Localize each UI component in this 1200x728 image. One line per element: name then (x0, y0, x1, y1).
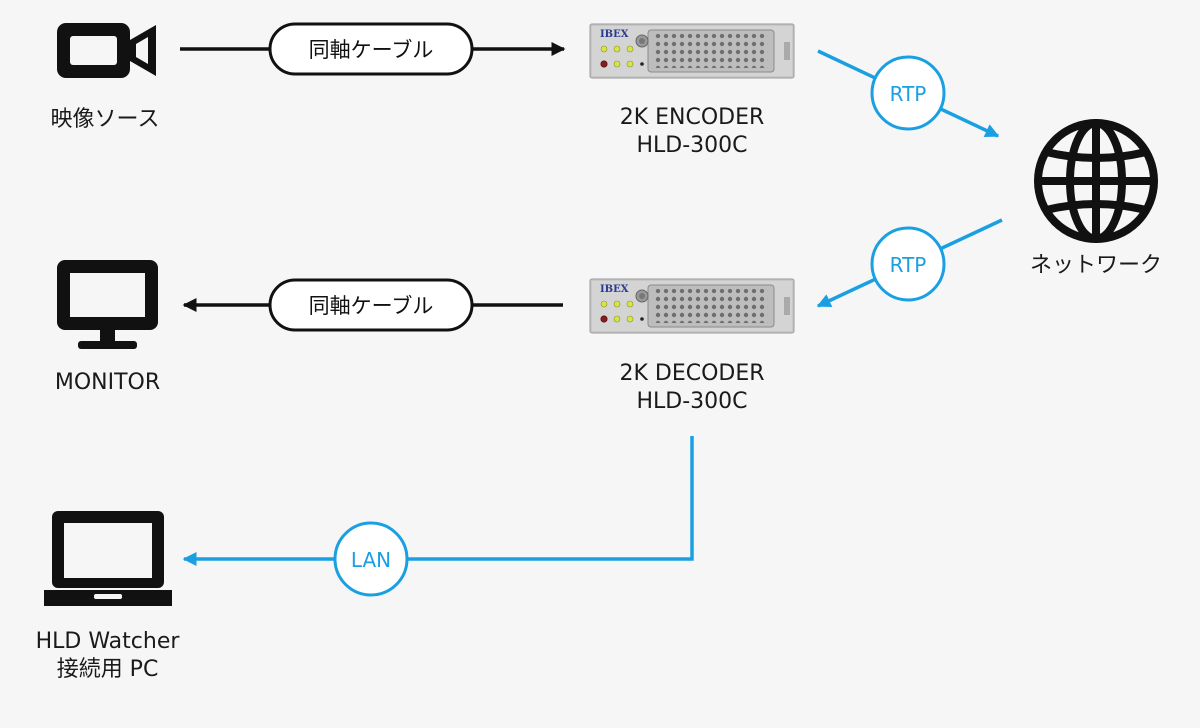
encoder-line2: HLD-300C (636, 133, 748, 158)
globe-icon (1034, 119, 1158, 243)
rtp-badge-upper: RTP (870, 55, 946, 131)
decoder-line1: 2K DECODER (619, 361, 765, 386)
video-camera-icon (57, 23, 156, 78)
encoder-device: IBEX (589, 23, 795, 79)
source-label: 映像ソース (50, 107, 160, 132)
lan-badge: LAN (333, 521, 409, 597)
coax-cable-label: 同軸ケーブル (309, 294, 434, 318)
encoder-brand-logo: IBEX (600, 29, 629, 40)
encoder-line1: 2K ENCODER (619, 105, 765, 130)
pc-label: HLD Watcher 接続用 PC (10, 628, 205, 684)
monitor-icon (57, 260, 158, 349)
pc-line2: 接続用 PC (56, 657, 159, 682)
decoder-model-label: 2K DECODER HLD-300C (552, 360, 832, 416)
decoder-line2: HLD-300C (636, 389, 748, 414)
network-label: ネットワーク (1029, 253, 1162, 278)
rtp-badge-lower: RTP (870, 226, 946, 302)
link-decoder-to-pc (182, 436, 694, 566)
coax-cable-label: 同軸ケーブル (309, 38, 434, 62)
encoder-model-label: 2K ENCODER HLD-300C (552, 104, 832, 160)
lan-label: LAN (351, 548, 391, 572)
decoder-device: IBEX (589, 278, 795, 334)
laptop-icon (44, 511, 172, 606)
coax-cable-pill-bottom: 同軸ケーブル (268, 278, 474, 332)
rtp-label: RTP (890, 82, 927, 106)
pc-line1: HLD Watcher (35, 629, 180, 654)
rtp-label: RTP (890, 253, 927, 277)
decoder-brand-logo: IBEX (600, 284, 629, 295)
monitor-label: MONITOR (54, 370, 161, 395)
coax-cable-pill-top: 同軸ケーブル (268, 22, 474, 76)
